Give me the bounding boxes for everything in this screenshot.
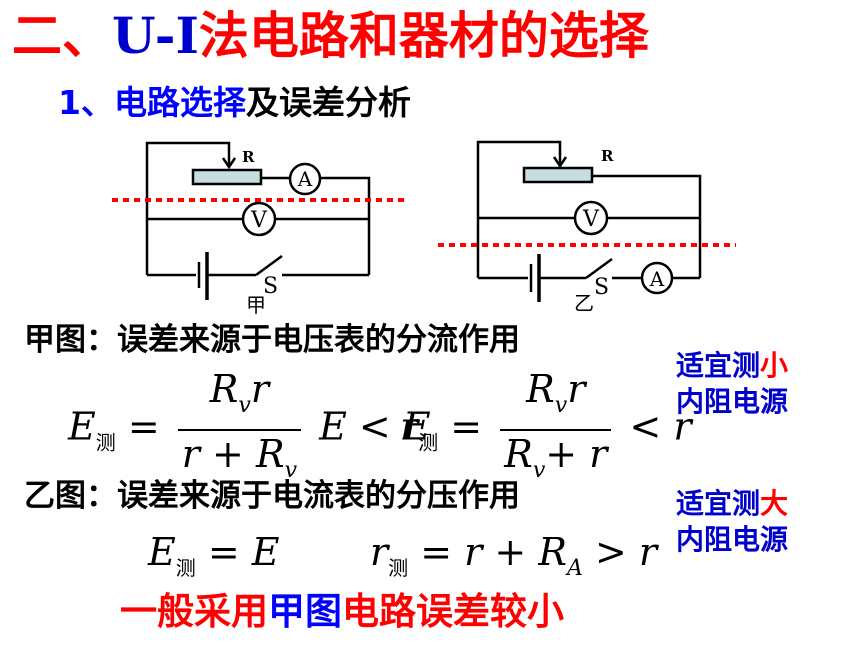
formula-a1-num-sub: v bbox=[238, 393, 251, 418]
yi-slider-arrow bbox=[552, 156, 568, 169]
formula-a2-den-R: R bbox=[504, 432, 533, 476]
formula-a1-bar bbox=[177, 429, 301, 431]
title-topic: 法电路和器材的选择 bbox=[198, 7, 649, 65]
formula-b1-sub: 测 bbox=[175, 556, 196, 580]
formula-a1-fraction: Rvr r + Rv bbox=[177, 366, 301, 494]
formula-b2-lhs: r bbox=[370, 530, 389, 574]
formula-a2: r测 = Rvr Rv+ r < r bbox=[400, 366, 692, 494]
title-index: 二、 bbox=[12, 7, 112, 65]
formula-b2-sub: 测 bbox=[388, 556, 409, 580]
conclusion-part2: 甲图 bbox=[268, 590, 342, 633]
circuit-diagrams: R A V S 甲 R V S 乙 A bbox=[112, 140, 736, 317]
circuit-yi bbox=[476, 140, 702, 302]
formula-a2-eq: = bbox=[450, 404, 483, 449]
formula-a2-fraction: Rvr Rv+ r bbox=[500, 366, 612, 494]
formula-a1-sub: 测 bbox=[95, 430, 116, 455]
jia-slider-arrow bbox=[221, 157, 237, 170]
formula-a2-den-tail: + r bbox=[545, 432, 608, 476]
jia-resistor-label: R bbox=[242, 148, 255, 166]
formula-b2: r测 = r + RA > r bbox=[370, 530, 657, 591]
formula-a1-den-sub: v bbox=[284, 458, 297, 483]
section-heading: 1、电路选择及误差分析 bbox=[58, 82, 411, 124]
analysis-a-note: 适宜测小 内阻电源 bbox=[676, 348, 788, 420]
formula-b1: E测 = E bbox=[148, 530, 280, 590]
conclusion: 一般采用甲图电路误差较小 bbox=[120, 588, 564, 636]
formula-a1-tail: E < E bbox=[319, 404, 431, 449]
note-a-line1: 适宜测 bbox=[676, 349, 761, 382]
jia-right-wire bbox=[320, 176, 371, 275]
formula-a2-bar bbox=[500, 429, 612, 431]
jia-switch-label: S bbox=[263, 274, 278, 299]
formula-b2-rhs-sub: A bbox=[566, 556, 583, 581]
jia-switch-blade bbox=[255, 254, 283, 277]
formula-a1-num-R: R bbox=[209, 367, 239, 411]
formula-a2-den-sub: v bbox=[532, 458, 546, 483]
yi-right-wire bbox=[592, 174, 702, 278]
formula-a1-den: r + R bbox=[181, 432, 285, 476]
analysis-a-heading: 甲图：误差来源于电压表的分流作用 bbox=[24, 322, 520, 358]
page-title: 二、U-I法电路和器材的选择 bbox=[12, 4, 649, 68]
note-a-line2: 内阻电源 bbox=[676, 385, 789, 418]
conclusion-part1: 一般采用 bbox=[120, 590, 268, 633]
title-method: U-I bbox=[112, 6, 199, 65]
yi-switch-label: S bbox=[594, 275, 609, 300]
formula-a2-num-sub: v bbox=[554, 393, 568, 418]
conclusion-part3: 电路误差较小 bbox=[342, 590, 564, 633]
note-b-emph: 大 bbox=[760, 487, 789, 520]
formula-a1-eq: = bbox=[127, 404, 160, 449]
formula-b1-rhs: = E bbox=[207, 530, 280, 574]
jia-voltmeter-label: V bbox=[250, 208, 268, 233]
formula-a2-lhs: r bbox=[400, 404, 419, 449]
note-a-emph: 小 bbox=[760, 349, 789, 382]
yi-top-wire bbox=[476, 140, 562, 278]
analysis-b-note: 适宜测大 内阻电源 bbox=[676, 486, 788, 558]
formula-b2-rhs2: > r bbox=[594, 530, 658, 574]
yi-caption: 乙 bbox=[574, 291, 594, 315]
circuit-jia bbox=[145, 141, 371, 300]
jia-caption: 甲 bbox=[246, 293, 266, 317]
yi-resistor bbox=[522, 166, 594, 184]
jia-top-wire bbox=[145, 141, 231, 275]
note-b-line2: 内阻电源 bbox=[676, 523, 789, 556]
formula-b1-lhs: E bbox=[148, 530, 176, 574]
note-b-line1: 适宜测 bbox=[676, 487, 761, 520]
section-heading-black: 及误差分析 bbox=[245, 83, 411, 122]
formula-b2-rhs1: = r + R bbox=[420, 530, 567, 574]
formula-a2-num-r: r bbox=[567, 367, 586, 411]
yi-switch-blade bbox=[585, 257, 613, 280]
jia-ammeter-label: A bbox=[297, 167, 313, 191]
formula-a2-sub: 测 bbox=[418, 430, 439, 455]
formula-a2-tail: < r bbox=[629, 404, 692, 449]
formula-a1-num-r: r bbox=[250, 367, 269, 411]
formula-a1: E测 = Rvr r + Rv E < E bbox=[68, 366, 431, 494]
yi-voltmeter-label: V bbox=[582, 207, 600, 232]
analysis-b-heading: 乙图：误差来源于电流表的分压作用 bbox=[24, 478, 520, 514]
jia-resistor bbox=[191, 168, 263, 186]
yi-ammeter-label: A bbox=[649, 267, 665, 291]
section-heading-blue: 1、电路选择 bbox=[58, 83, 246, 122]
formula-a2-num-R: R bbox=[526, 367, 555, 411]
formula-a1-lhs: E bbox=[68, 404, 96, 449]
yi-resistor-label: R bbox=[601, 147, 614, 165]
